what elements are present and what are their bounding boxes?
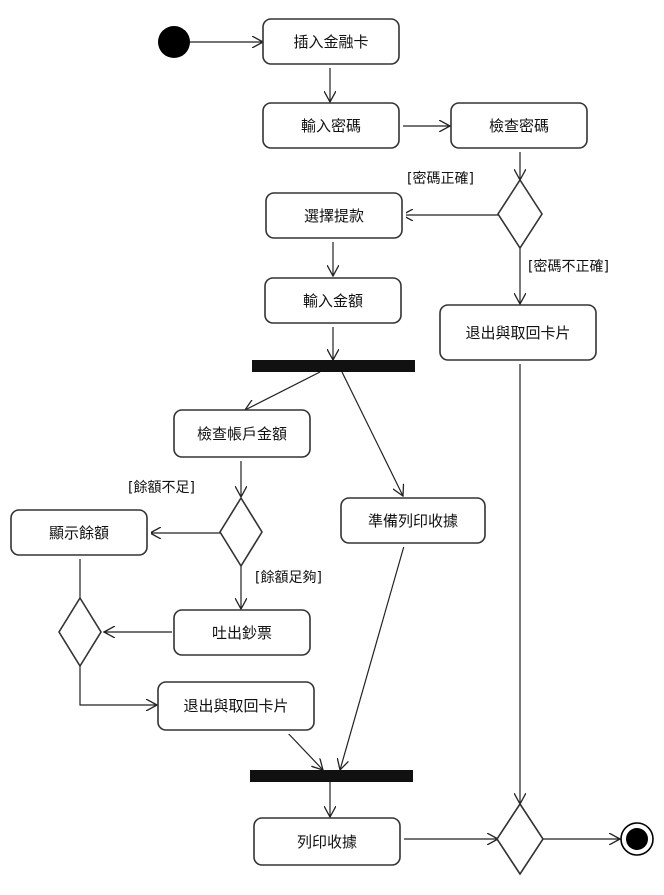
action-show-balance: 顯示餘額 xyxy=(10,509,151,559)
action-enter-amount: 輸入金額 xyxy=(264,277,405,327)
action-eject-card: 退出與取回卡片 xyxy=(157,681,318,734)
action-check-pin: 檢查密碼 xyxy=(450,102,591,152)
final-merge-decision xyxy=(496,802,544,876)
action-label: 檢查帳戶金額 xyxy=(197,425,287,443)
action-label: 列印收據 xyxy=(297,833,357,851)
action-label: 退出與取回卡片 xyxy=(183,697,288,715)
edges xyxy=(79,42,620,839)
join-bar xyxy=(250,770,413,782)
guard-pin-incorrect: [密碼不正確] xyxy=(528,258,609,275)
action-insert-card: 插入金融卡 xyxy=(262,18,403,68)
balance-decision xyxy=(219,496,263,568)
final-node xyxy=(620,822,654,856)
action-choose-withdraw: 選擇提款 xyxy=(265,192,406,242)
action-eject-card-fail: 退出與取回卡片 xyxy=(439,304,600,364)
action-enter-pin: 輸入密碼 xyxy=(262,102,403,152)
action-label: 選擇提款 xyxy=(304,207,364,225)
edge-prepare-join xyxy=(340,545,405,770)
action-dispense-cash: 吐出鈔票 xyxy=(173,609,314,659)
action-label: 吐出鈔票 xyxy=(212,624,272,642)
edge-fork-prepare xyxy=(341,371,403,496)
edge-merge-eject xyxy=(79,665,157,705)
action-label: 插入金融卡 xyxy=(293,33,368,51)
action-check-balance: 檢查帳戶金額 xyxy=(173,409,314,461)
fork-bar xyxy=(252,360,415,372)
guard-pin-correct: [密碼正確] xyxy=(407,170,474,187)
action-label: 準備列印收據 xyxy=(368,512,458,530)
edge-fork-checkbalance xyxy=(245,371,321,410)
guard-balance-sufficient: [餘額足夠] xyxy=(255,569,322,586)
initial-node xyxy=(158,26,190,58)
action-label: 顯示餘額 xyxy=(49,524,109,542)
guard-balance-insufficient: [餘額不足] xyxy=(128,479,195,496)
merge-decision xyxy=(58,596,102,668)
edge-eject-join xyxy=(284,729,323,770)
action-print-receipt: 列印收據 xyxy=(253,817,404,869)
action-label: 檢查密碼 xyxy=(489,117,549,135)
action-label: 退出與取回卡片 xyxy=(465,324,570,342)
action-label: 輸入密碼 xyxy=(301,117,361,135)
action-prepare-receipt: 準備列印收據 xyxy=(340,497,489,547)
pin-decision xyxy=(497,178,543,250)
action-label: 輸入金額 xyxy=(303,292,363,310)
